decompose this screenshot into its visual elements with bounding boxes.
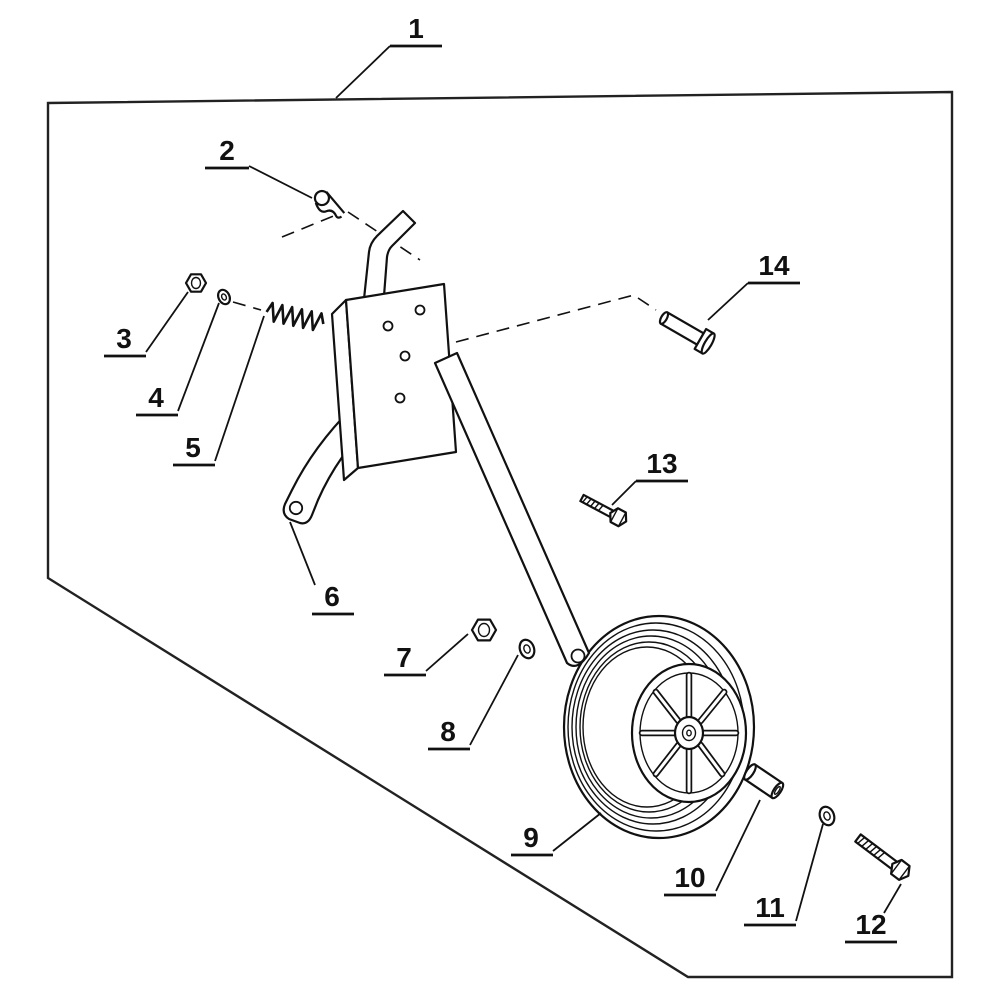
wheel-hub: [673, 715, 705, 751]
callout-2-label: 2: [219, 135, 235, 166]
callout-4-leader: [177, 302, 220, 412]
callout-10-leader: [715, 799, 761, 892]
callout-14-leader: [707, 282, 749, 321]
callout-12-label: 12: [855, 909, 886, 940]
callout-11: 11: [744, 823, 824, 927]
callout-1: 1: [335, 13, 442, 99]
callout-5-label: 5: [185, 432, 201, 463]
part-5-extension-spring: [265, 301, 325, 332]
callout-5-leader: [214, 315, 265, 462]
callout-7-label: 7: [396, 642, 412, 673]
callout-4: 4: [136, 302, 220, 417]
callout-14-label: 14: [758, 250, 790, 281]
boundary-panel: [46, 90, 954, 979]
callout-3-leader: [145, 291, 189, 353]
bracket-front-plate: [344, 282, 458, 470]
part-11-washer: [818, 805, 836, 827]
callout-3: 3: [104, 291, 189, 358]
part-4-washer: [216, 288, 232, 306]
callout-8-label: 8: [440, 716, 456, 747]
callout-11-label: 11: [755, 892, 785, 923]
callout-12: 12: [845, 883, 902, 944]
part-10-spacer-bushing: [743, 763, 785, 800]
callout-13-label: 13: [646, 448, 677, 479]
part-8-washer: [518, 638, 536, 660]
main-bracket-assembly: [330, 209, 458, 482]
callout-1-leader: [335, 45, 391, 99]
callout-9-leader: [552, 812, 602, 852]
callout-8-leader: [469, 654, 519, 746]
callout-2-leader: [248, 165, 313, 199]
callout-6-label: 6: [324, 581, 340, 612]
callout-9: 9: [511, 812, 602, 857]
callout-13: 13: [611, 448, 688, 506]
part-2-hairpin-cotter-pin: [313, 189, 346, 219]
callout-12-leader: [883, 883, 902, 914]
callouts: 1 2 3 4 5 6 7: [104, 13, 902, 944]
callout-14: 14: [707, 250, 800, 321]
callout-7: 7: [384, 633, 469, 677]
callout-13-leader: [611, 480, 637, 506]
callout-3-label: 3: [116, 323, 132, 354]
callout-11-leader: [795, 823, 824, 922]
callout-10-label: 10: [674, 862, 705, 893]
callout-1-label: 1: [408, 13, 424, 44]
callout-7-leader: [425, 633, 469, 672]
callout-6-leader: [289, 521, 316, 586]
part-9-wheel: [562, 614, 756, 840]
callout-2: 2: [205, 135, 313, 199]
callout-4-label: 4: [148, 382, 164, 413]
wheel-support-arm: [433, 351, 591, 667]
callout-5: 5: [173, 315, 265, 467]
callout-6: 6: [289, 521, 354, 616]
part-7-hex-nut: [470, 618, 498, 642]
bracket-handle: [362, 209, 417, 301]
callout-8: 8: [428, 654, 519, 751]
wheel-spokes: [638, 671, 740, 795]
callout-9-label: 9: [523, 822, 539, 853]
part-13-hex-bolt: [579, 493, 628, 528]
callout-10: 10: [664, 799, 761, 897]
part-12-hex-bolt: [854, 833, 911, 881]
part-3-hex-nut: [184, 273, 208, 293]
part-14-clevis-pin: [658, 311, 716, 355]
